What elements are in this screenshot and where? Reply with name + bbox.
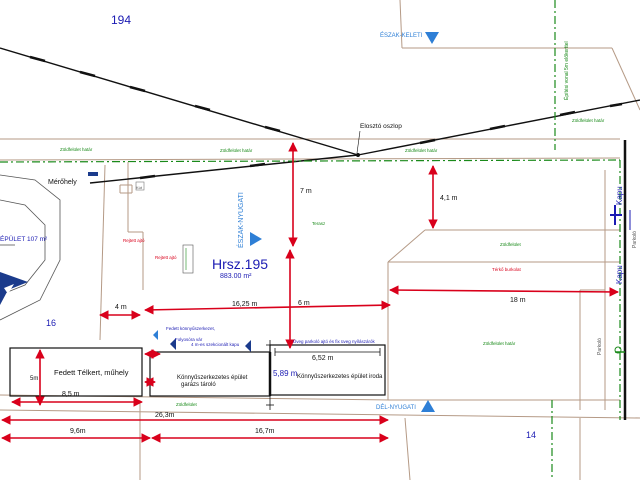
north-arrow-icon: [0, 272, 28, 305]
power-lines: [0, 47, 640, 184]
dim-4-1m: 4,1 m: [440, 195, 458, 202]
roof-note: Üveg parkoló ajtó és fix üveg nyílászáró…: [293, 338, 376, 344]
workshop-label: Fedett Télkert, műhely: [54, 368, 129, 377]
existing-building-outline: [0, 174, 61, 321]
office-dim: [266, 340, 381, 410]
dim-26-3m: 26,3m: [155, 412, 175, 419]
rejtett-note: Rejtett ajtó: [123, 238, 145, 243]
entrance-note: Fedett könnyűszerkezet,: [166, 326, 215, 331]
corridor-note: Folyosóra vár: [175, 337, 203, 342]
compass-nw-label: ÉSZAK-NYUGATI: [236, 192, 245, 248]
rejtett-note-2: Rejtett ajtó: [155, 255, 177, 260]
strip-label-1: Zöldfelület határ: [60, 147, 93, 152]
dim-16-7m: 16,7m: [255, 428, 275, 435]
dim-16-25m: 16,25 m: [232, 301, 257, 308]
arrow-marker-3-icon: [245, 340, 251, 352]
garage-building: [149, 351, 271, 397]
green-1-label: Zöldfelület: [500, 242, 522, 247]
pole-label: Elosztó oszlop: [360, 123, 402, 130]
arrow-marker-1-icon: [153, 330, 158, 340]
green-3-label: Zöldfelület: [176, 402, 198, 407]
office-label: Könnyűszerkezetes épület iroda: [297, 374, 383, 380]
kut-label: Kút: [136, 185, 143, 190]
green-right-label: Zöldfelület határ: [572, 118, 605, 123]
parkolo-top-label: Parkoló: [632, 231, 638, 248]
compass-ne-icon: [425, 32, 439, 44]
dim-8-5m: 8,5 m: [62, 391, 80, 398]
kapu-top-label: Kapu: [615, 186, 624, 205]
dim-4m: 4 m: [115, 304, 127, 311]
dim-6m: 6 m: [298, 300, 310, 307]
epulet-left-label: ÉPÜLET 107 m²: [0, 234, 48, 243]
parcel-16-label: 16: [46, 318, 56, 328]
garage-label-1: Könnyűszerkezetes épület: [177, 375, 248, 381]
compass-ne-label: ÉSZAK-KELETI: [380, 32, 423, 39]
strip-label-3: Zöldfelület határ: [405, 148, 438, 153]
garage-label-2: garázs tároló: [181, 382, 216, 388]
parkolo-bottom-label: Parkoló: [597, 338, 603, 355]
arrow-marker-2-icon: [170, 338, 176, 350]
power-line-ticks: [29, 55, 623, 180]
green-2-label: Zöldfelület határ: [483, 341, 516, 346]
compass-sw-icon: [421, 400, 435, 412]
compass-nw-icon: [250, 232, 262, 246]
paving-label: Térkő burkolat: [492, 267, 522, 272]
parcel-main-label: Hrsz.195: [212, 256, 268, 272]
dim-18m: 18 m: [510, 297, 526, 304]
building-line-label: Építési vonal 5m előkerttel: [563, 41, 570, 100]
dim-5-89m: 5,89 m: [273, 369, 298, 378]
dimension-lines: [1, 142, 619, 443]
dim-5m: 5m: [30, 376, 38, 382]
parcel-14-label: 14: [526, 430, 536, 440]
terrace-label: Terasz: [312, 221, 326, 226]
kapu-bottom-label: Kapu: [615, 265, 624, 284]
parcel-area-label: 883.00 m²: [220, 273, 252, 280]
dim-9-6m: 9,6m: [70, 428, 86, 435]
meter-label: Mérőhely: [48, 179, 77, 186]
dim-6-52m: 6,52 m: [312, 355, 334, 362]
gate-note: 4 m-es szekcionált kapu: [191, 342, 240, 347]
strip-label-2: Zöldfelület határ: [220, 148, 253, 153]
workshop-building: [9, 347, 143, 397]
building-lines: [0, 0, 621, 480]
compass-sw-label: DÉL-NYUGATI: [376, 404, 416, 411]
dim-7m: 7 m: [300, 188, 312, 195]
parcel-194-label: 194: [111, 13, 131, 27]
